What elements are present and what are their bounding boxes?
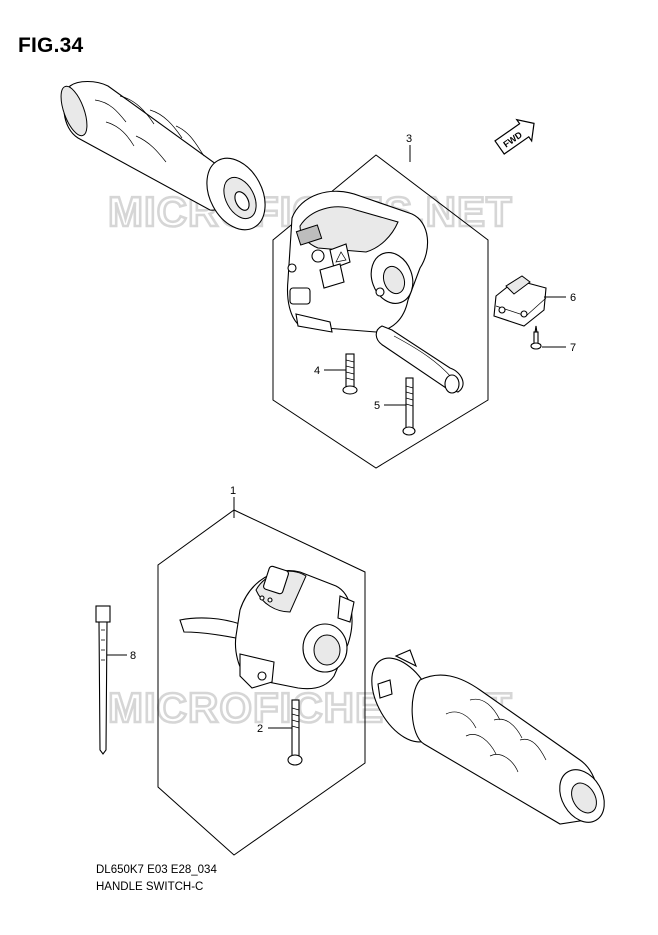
right-switch-housing: [179, 565, 355, 690]
screw-7: [530, 325, 542, 350]
assembly-outline-3: [272, 154, 489, 469]
assembly-outline-1: [157, 509, 366, 856]
screw-2: [287, 699, 303, 766]
callout-7: 7: [570, 342, 576, 354]
callout-6: 6: [570, 292, 576, 304]
clamp-6: [493, 275, 547, 327]
callout-5: 5: [374, 400, 380, 412]
screw-5: [402, 377, 416, 436]
diagram-code: DL650K7 E03 E28_034: [96, 864, 217, 876]
callout-2: 2: [257, 723, 263, 735]
callout-3: 3: [406, 133, 412, 145]
left-switch-housing: [286, 190, 464, 394]
diagram-name: HANDLE SWITCH-C: [96, 881, 204, 893]
callout-8: 8: [130, 650, 136, 662]
left-handlebar-grip: [60, 80, 266, 231]
forward-arrow-icon: FWD: [494, 118, 535, 155]
callout-1: 1: [230, 485, 236, 497]
callout-4: 4: [314, 365, 320, 377]
cable-tie-8: [95, 605, 111, 755]
figure-title: FIG.34: [18, 34, 84, 57]
screw-4: [342, 353, 358, 395]
throttle-grip: [371, 649, 605, 825]
